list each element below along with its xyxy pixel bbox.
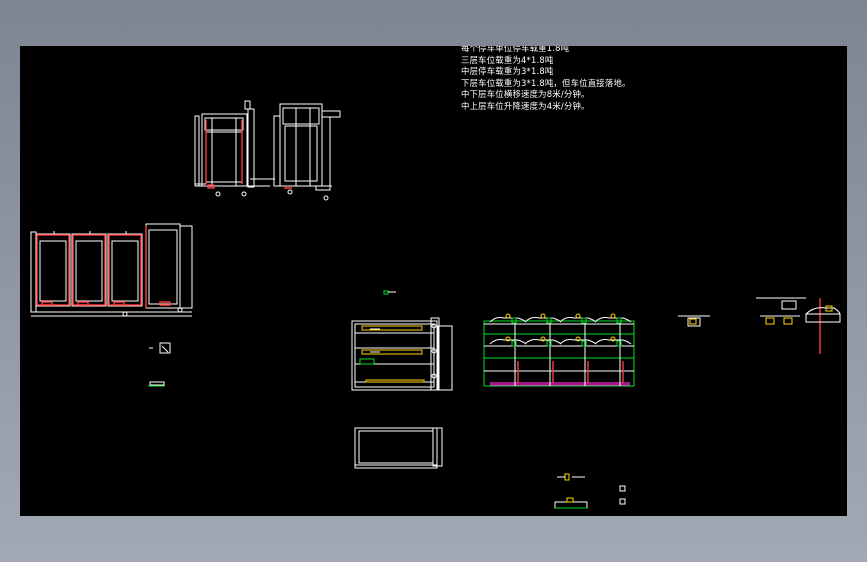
note-line: 下层车位载重为3*1.8吨，但车位直接落地。 (461, 77, 631, 88)
cad-drawing-area[interactable]: 每个停车单位停车载重1.8吨 三层车位载重为4*1.8吨 中层停车载重为3*1.… (20, 46, 847, 516)
note-line: 中上层车位升降速度为4米/分钟。 (461, 100, 590, 111)
small-detail-marks (148, 290, 396, 387)
side-view-left (194, 100, 275, 197)
elevation-colored (483, 313, 635, 387)
detail-far-right (678, 297, 841, 354)
section-view-middle (351, 317, 453, 391)
side-view-right (273, 103, 341, 201)
note-line: 中下层车位横移速度为8米/分钟。 (461, 89, 590, 100)
note-line: 中层停车载重为3*1.8吨 (461, 66, 554, 77)
front-elevation-bays (30, 223, 193, 317)
bottom-right-marks (554, 473, 626, 509)
note-line: 每个停车单位停车载重1.8吨 (461, 46, 570, 53)
note-line: 三层车位载重为4*1.8吨 (461, 54, 554, 65)
plan-view-rectangle (354, 427, 443, 469)
drawing-canvas (30, 100, 841, 509)
technical-notes: 每个停车单位停车载重1.8吨 三层车位载重为4*1.8吨 中层停车载重为3*1.… (461, 46, 631, 113)
